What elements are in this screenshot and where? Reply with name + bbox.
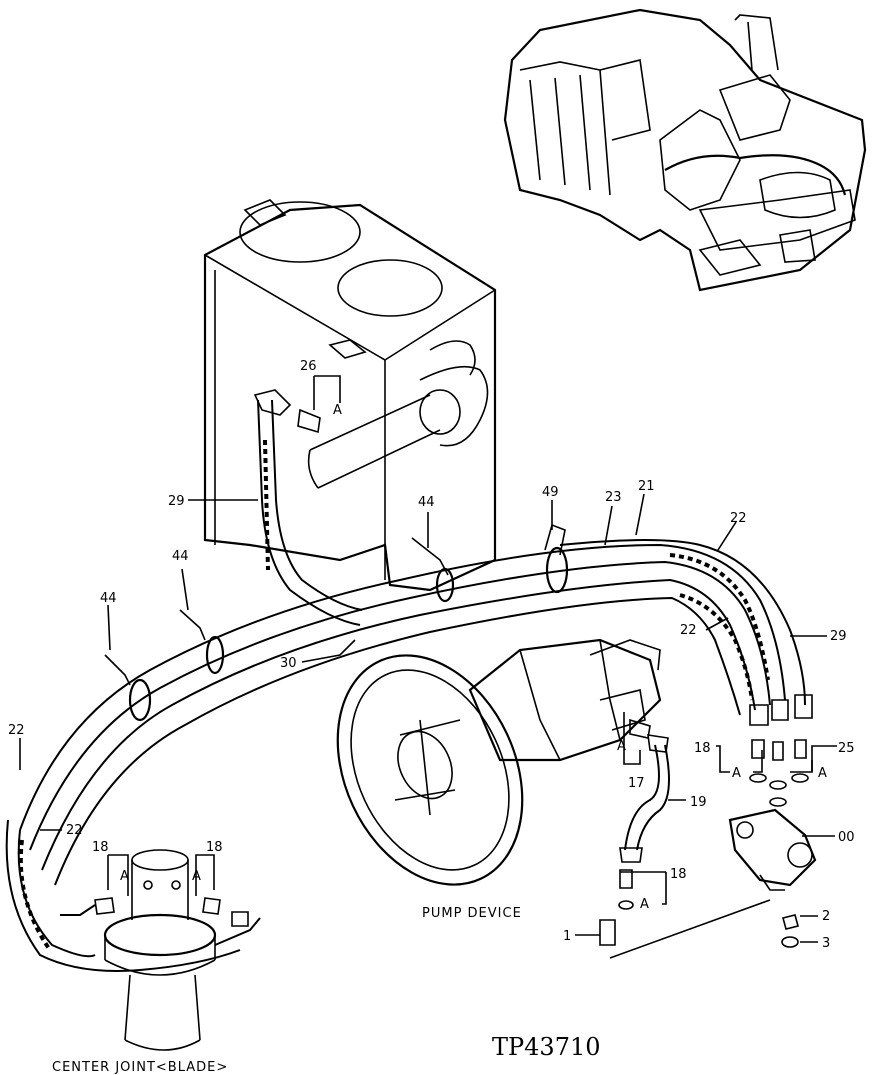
callout-19: 19 (690, 795, 707, 810)
hydraulic-tank (203, 199, 497, 592)
callout-21: 21 (638, 479, 655, 494)
tank-hose-29 (253, 389, 363, 626)
hose-clamps (104, 523, 569, 722)
callout-22-top: 22 (730, 511, 747, 526)
callout-22-left: 22 (8, 723, 25, 738)
callout-30: 30 (280, 656, 297, 671)
excavator-inset (503, 8, 867, 292)
callout-44-mid: 44 (172, 549, 189, 564)
letter-a-18-pump: A (732, 766, 741, 781)
callout-49: 49 (542, 485, 559, 500)
callout-18-center: 18 (206, 840, 223, 855)
callout-18-left: 18 (92, 840, 109, 855)
callout-labels: 26 A 29 44 49 23 21 22 22 29 44 44 30 22… (8, 359, 855, 951)
callout-2: 2 (822, 909, 830, 924)
callout-44-tank: 44 (418, 495, 435, 510)
leader-lines (19, 375, 837, 959)
callout-22-mid: 22 (680, 623, 697, 638)
figure-code: TP43710 (492, 1033, 601, 1061)
callout-25: 25 (838, 741, 855, 756)
callout-22-left-low: 22 (66, 823, 83, 838)
letter-a-18-center: A (192, 869, 201, 884)
caption-center-joint: CENTER JOINT<BLADE> (52, 1060, 228, 1075)
callout-26: 26 (300, 359, 317, 374)
callout-29-tank: 29 (168, 494, 185, 509)
callout-29-right: 29 (830, 629, 847, 644)
valve-assembly (599, 694, 817, 948)
pump-device (336, 638, 662, 886)
captions: PUMP DEVICE CENTER JOINT<BLADE> TP43710 (52, 906, 601, 1075)
callout-23: 23 (605, 490, 622, 505)
callout-00: 00 (838, 830, 855, 845)
letter-a-25: A (818, 766, 827, 781)
letter-a-18-pump-low: A (640, 897, 649, 912)
letter-a-26: A (333, 403, 342, 418)
letter-a-18-left: A (120, 869, 129, 884)
callout-1: 1 (563, 929, 571, 944)
caption-pump-device: PUMP DEVICE (422, 906, 522, 921)
hose-bundle (5, 539, 806, 972)
callout-3: 3 (822, 936, 830, 951)
callout-17: 17 (628, 776, 645, 791)
callout-18-pump: 18 (694, 741, 711, 756)
center-joint (60, 849, 261, 1051)
callout-44-left: 44 (100, 591, 117, 606)
callout-18-pump-low: 18 (670, 867, 687, 882)
pump-hose-19 (619, 718, 670, 863)
letter-a-17: A (617, 739, 626, 754)
